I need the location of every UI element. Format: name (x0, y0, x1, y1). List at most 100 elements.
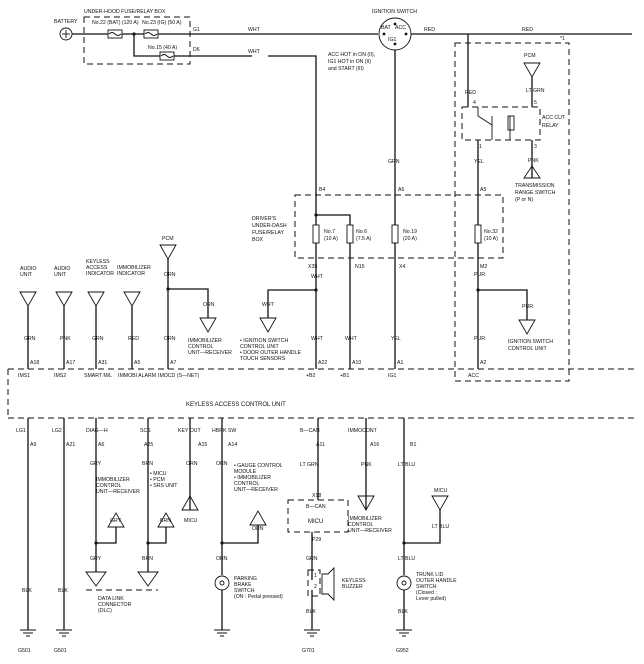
trunk-2: OUTER HANDLE (416, 578, 457, 584)
wire-label-ltgrn-bcan: LT GRN (300, 462, 319, 468)
wire-label-grn-a18: GRN (24, 336, 36, 342)
immob-recv-bot-c: UNIT—RECEIVER (96, 489, 140, 495)
pin-a7: A7 (170, 360, 176, 366)
pin-a25: A25 (144, 442, 153, 448)
ign-ctrl-connector (259, 317, 277, 333)
ign-note-1: ACC HOT in ON (II), (328, 52, 375, 58)
wire-label-grn-ig: GRN (388, 159, 400, 165)
fuse-19-a: No.19 (403, 229, 417, 235)
parking-brake-switch: PARKING BRAKE SWITCH (ON : Pedal pressed… (214, 575, 283, 637)
ground-label-3: G701 (302, 648, 315, 654)
wire-label-blk-lg2: BLK (58, 588, 68, 594)
immob-recv-2-connector (357, 495, 375, 511)
sig-b2: +B2 (306, 373, 315, 379)
option-region (454, 42, 570, 382)
dlc-2: CONNECTOR (98, 602, 132, 608)
relay-pin-1: 1 (479, 144, 482, 150)
micu-keyout: MICU (184, 518, 198, 524)
ground-label-2: G501 (54, 648, 67, 654)
wire-label-yel-relay: YEL (474, 159, 484, 165)
wire-label-orn-hbrk: ORN (216, 461, 228, 467)
mcu-list-2: • PCM (150, 477, 165, 483)
pin-a11: A11 (316, 442, 325, 448)
micu-right-connector (431, 495, 449, 511)
immob-recv-bot-b: CONTROL (96, 483, 121, 489)
pin-a15: A15 (198, 442, 207, 448)
parking-4: (ON : Pedal pressed) (234, 594, 283, 600)
trunk-4: (Closed : (416, 590, 437, 596)
ign-ig1: IG1 (388, 37, 396, 43)
wire-label-pur-a2: PUR (474, 336, 485, 342)
under-dash-fuse-box: DRIVER'S UNDER-DASH FUSE/RELAY BOX B4 A6… (252, 187, 504, 270)
unit-bottom-connectors: LG1 LG2 DIAG—H SCS KEY OUT HBRK SW B—CAN… (16, 428, 416, 448)
sig-lg2: LG2 (52, 428, 62, 434)
pin-a10: A10 (352, 360, 361, 366)
wire-label-gry-2: GRY (90, 556, 102, 562)
parking-2: BRAKE (234, 582, 252, 588)
audio1-b: UNIT (20, 272, 33, 278)
sig-acc: ACC (468, 373, 479, 379)
gauge-3: • IMMOBILIZER (234, 475, 271, 481)
wire-label-wht-a22: WHT (311, 336, 324, 342)
trunk-5: Lever pulled) (416, 596, 446, 602)
pin-a14: A14 (228, 442, 237, 448)
pcm-top-right: PCM (523, 53, 541, 78)
wire-label-red-top: RED (424, 27, 435, 33)
buzzer-1: KEYLESS (342, 578, 366, 584)
fuse-23-label: No.23 (IG) (50 A) (142, 20, 182, 26)
immob-recv-connector (199, 317, 217, 333)
pin-a17: A17 (66, 360, 75, 366)
sig-ig1: IG1 (388, 373, 396, 379)
unit-top-connectors: A18 A17 A31 A5 A7 A22 A10 A1 A2 IMS1 IMS… (18, 360, 486, 379)
keyless-a: KEYLESS (86, 259, 110, 265)
pin-a6: A6 (98, 442, 104, 448)
ign-ctrl-2: CONTROL UNIT (508, 346, 548, 352)
fuse-15-label: No.15 (40 A) (148, 45, 177, 51)
sig-ims1: IMS1 (18, 373, 30, 379)
trunk-3: SWITCH (416, 584, 437, 590)
gauge-4: CONTROL (234, 481, 259, 487)
ign-list-1: • IGNITION SWITCH (240, 338, 288, 344)
wire-label-blk-lg1: BLK (22, 588, 32, 594)
wire-label-ltblu-1: LT BLU (398, 462, 415, 468)
gauge-1: • GAUGE CONTROL (234, 463, 283, 469)
fuse-7-b: (10 A) (324, 236, 338, 242)
pcm-label-top: PCM (524, 53, 536, 59)
immob-recv-bottom-connector (107, 512, 125, 528)
ground-g501-a (20, 629, 36, 637)
wire-label-orn-hbrk2: ORN (216, 556, 228, 562)
wire-label-wht-x35: WHT (311, 274, 324, 280)
pin-a6: A6 (398, 187, 404, 193)
fuse-7-a: No.7 (324, 229, 335, 235)
sig-smart: SMART M/L (84, 373, 112, 379)
buzzer-pin-2: 2 (314, 584, 317, 590)
micu-p29: P29 (312, 537, 321, 543)
dash-box-1: DRIVER'S (252, 216, 277, 222)
micu-right: MICU (434, 488, 448, 494)
parking-1: PARKING (234, 576, 257, 582)
wire-label-brn-2: BRN (142, 556, 153, 562)
wire-label-wht-a10: WHT (345, 336, 358, 342)
immob-recv-c: UNIT—RECEIVER (188, 350, 232, 356)
acc-cut-label2: RELAY (542, 123, 559, 129)
sig-lg1: LG1 (16, 428, 26, 434)
wire-label-pur-branch: PUR (522, 304, 533, 310)
wire-label-orn-branch: ORN (203, 302, 215, 308)
pin-a31: A31 (98, 360, 107, 366)
ignition-switch: IGNITION SWITCH BAT ACC IG1 (372, 9, 417, 51)
wire-label-orn-a7: ORN (164, 336, 176, 342)
keyless-access-control-unit: KEYLESS ACCESS CONTROL UNIT (7, 368, 638, 419)
trans-switch-2: RANGE SWITCH (515, 190, 556, 196)
pin-a9: A9 (30, 442, 36, 448)
wire-label-wht-branch: WHT (262, 302, 275, 308)
fuse-6-a: No.6 (356, 229, 367, 235)
fuse-32-a: No.32 (484, 229, 498, 235)
micu-keyout-connector (181, 495, 199, 511)
wire-label-pnk-relay: PNK (528, 158, 539, 164)
wire-label-blk-trunk: BLK (398, 609, 408, 615)
battery-label: BATTERY (54, 19, 78, 25)
immob-recv2-a: IMMOBILIZER (348, 516, 382, 522)
ign-ctrl-unit-connector (518, 319, 536, 335)
